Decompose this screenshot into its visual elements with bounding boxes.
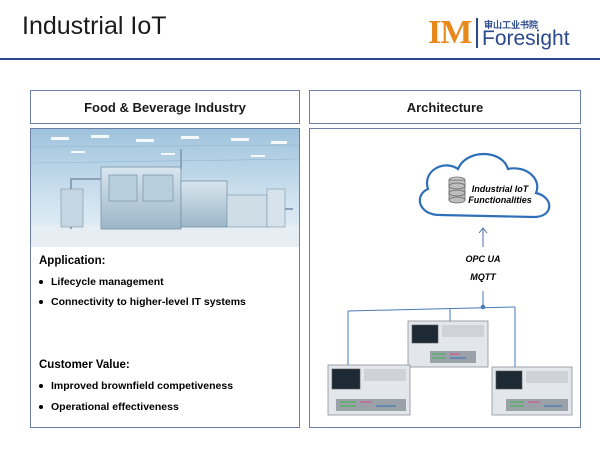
logo-brand-cn: 审山工业书院 (484, 20, 539, 30)
header-rule (0, 58, 600, 60)
application-title: Application: (39, 255, 106, 267)
controller-device (407, 320, 489, 368)
architecture-diagram (327, 153, 573, 416)
protocol-opc-ua: OPC UA (465, 254, 501, 264)
logo-mark: IM (428, 14, 472, 51)
application-item: Lifecycle management (39, 276, 164, 288)
customer-value-item: Improved brownfield competiveness (39, 380, 233, 392)
network-lines (347, 291, 516, 367)
page-title: Industrial IoT (22, 12, 167, 40)
bullet-icon (39, 280, 43, 284)
factory-image (31, 129, 299, 247)
logo-brand: Foresight (482, 27, 570, 50)
controller-device (491, 366, 573, 416)
database-icon (448, 176, 466, 204)
bullet-icon (39, 384, 43, 388)
protocol-mqtt: MQTT (470, 272, 496, 282)
bullet-icon (39, 300, 43, 304)
logo-divider (476, 18, 478, 48)
cloud-label: Industrial IoT Functionalities (468, 184, 532, 205)
customer-value-title: Customer Value: (39, 359, 130, 371)
bullet-icon (39, 405, 43, 409)
controller-device (327, 364, 411, 416)
factory-photo (31, 129, 299, 247)
right-panel-header: Architecture (309, 90, 581, 124)
logo: IM 审山工业书院 Foresight (428, 14, 578, 51)
right-panel: Industrial IoT Functionalities OPC UA MQ… (309, 128, 581, 428)
arrow-up-icon (478, 227, 488, 247)
customer-value-item: Operational effectiveness (39, 401, 179, 413)
application-item: Connectivity to higher-level IT systems (39, 296, 246, 308)
left-panel-header: Food & Beverage Industry (30, 90, 300, 124)
left-panel: Application: Lifecycle management Connec… (30, 128, 300, 428)
